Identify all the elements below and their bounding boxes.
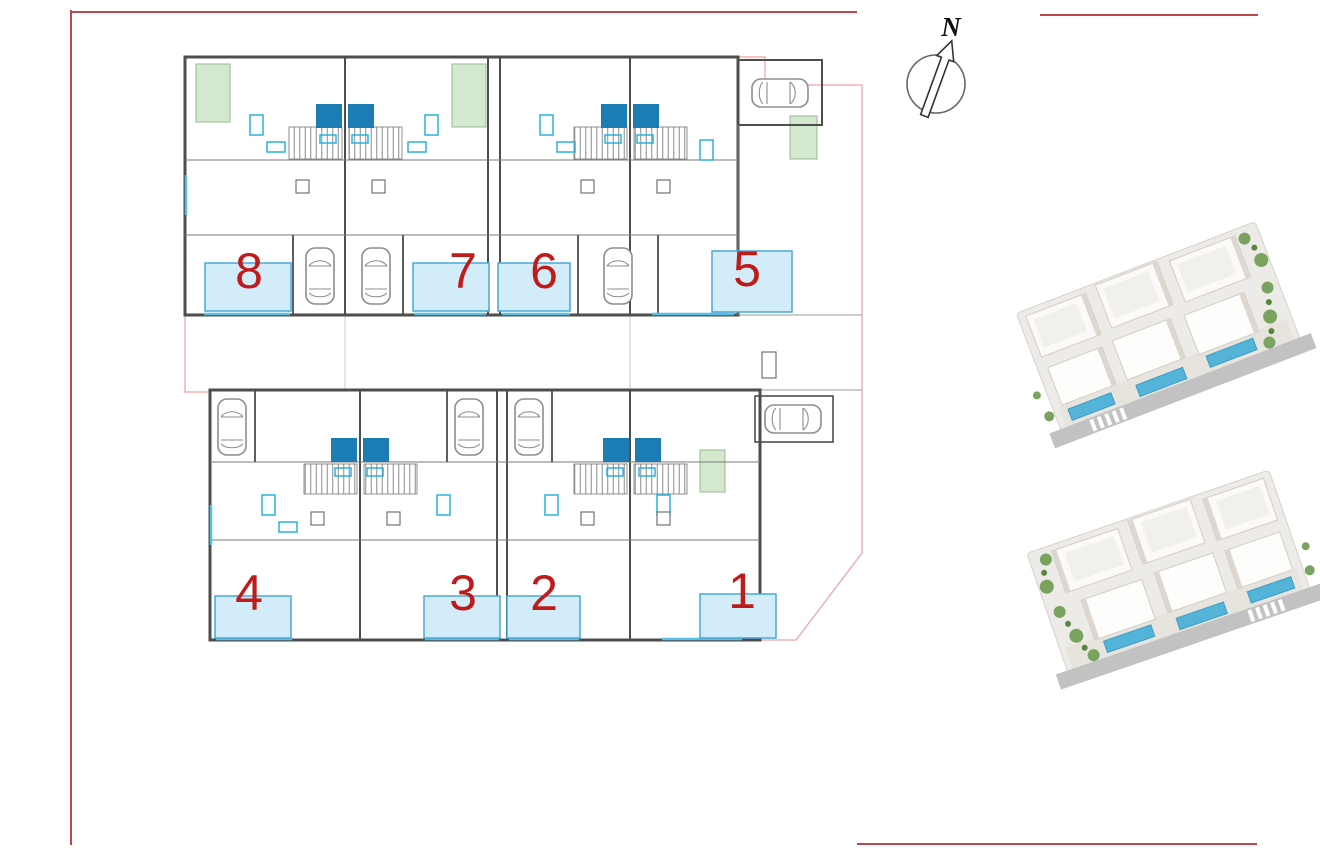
car-icon [361, 247, 391, 305]
utility-box [761, 351, 777, 379]
car-icon [514, 398, 544, 456]
north-arrow-compass: N [906, 12, 966, 119]
carport-unit5 [737, 59, 823, 126]
car-icon [751, 78, 809, 108]
green-area [699, 449, 726, 493]
unit-number-label-6: 6 [530, 243, 558, 299]
parcel-boundary-line [184, 56, 863, 641]
aerial-view-render-1 [1002, 216, 1318, 450]
road-strip [344, 314, 862, 391]
kitchen-block [331, 438, 661, 462]
car-icon [764, 404, 822, 434]
north-label: N [940, 12, 962, 42]
compass-circle [906, 54, 966, 114]
unit-number-label-1: 1 [728, 563, 756, 619]
pool-unit-3 [423, 595, 501, 639]
aerial-view-render-2 [1014, 464, 1320, 691]
utility-squares [310, 511, 671, 526]
site-plan: 8 7 6 5 4 3 2 1 [183, 55, 863, 642]
window-lines [184, 175, 734, 316]
pool-unit-7 [412, 262, 490, 312]
green-area [451, 63, 487, 128]
window-lines [209, 505, 742, 641]
pool-unit-8 [204, 262, 292, 312]
frame-line-left [70, 10, 72, 845]
unit-number-labels: 8 7 6 5 4 3 2 1 [235, 241, 761, 621]
frame-line-top [70, 11, 857, 13]
green-area [195, 63, 231, 123]
car-icon [603, 247, 633, 305]
unit-number-label-5: 5 [733, 241, 761, 297]
pool-unit-1 [699, 593, 777, 639]
bathroom-fixtures [249, 114, 714, 161]
green-area [789, 115, 818, 160]
utility-squares [295, 179, 671, 194]
pool-unit-4 [214, 595, 292, 639]
car-icon [217, 398, 247, 456]
kitchen-block [316, 104, 659, 128]
car-icon [454, 398, 484, 456]
top-building-block [183, 55, 823, 317]
pool-unit-5 [711, 250, 793, 313]
unit-number-label-8: 8 [235, 243, 263, 299]
frame-line-bottom [857, 843, 1257, 845]
unit-number-label-3: 3 [449, 565, 477, 621]
pool-unit-2 [506, 595, 581, 639]
carport-unit1 [754, 395, 834, 443]
north-arrow-icon [919, 39, 955, 119]
bathroom-fixtures [261, 467, 671, 533]
frame-line-top-right [1040, 14, 1258, 16]
unit-number-label-4: 4 [235, 565, 263, 621]
car-icon [305, 247, 335, 305]
unit-number-label-2: 2 [530, 565, 558, 621]
bottom-building-block [208, 388, 834, 642]
pool-unit-6 [497, 262, 571, 312]
stairs [303, 463, 688, 495]
unit-number-label-7: 7 [449, 243, 477, 299]
